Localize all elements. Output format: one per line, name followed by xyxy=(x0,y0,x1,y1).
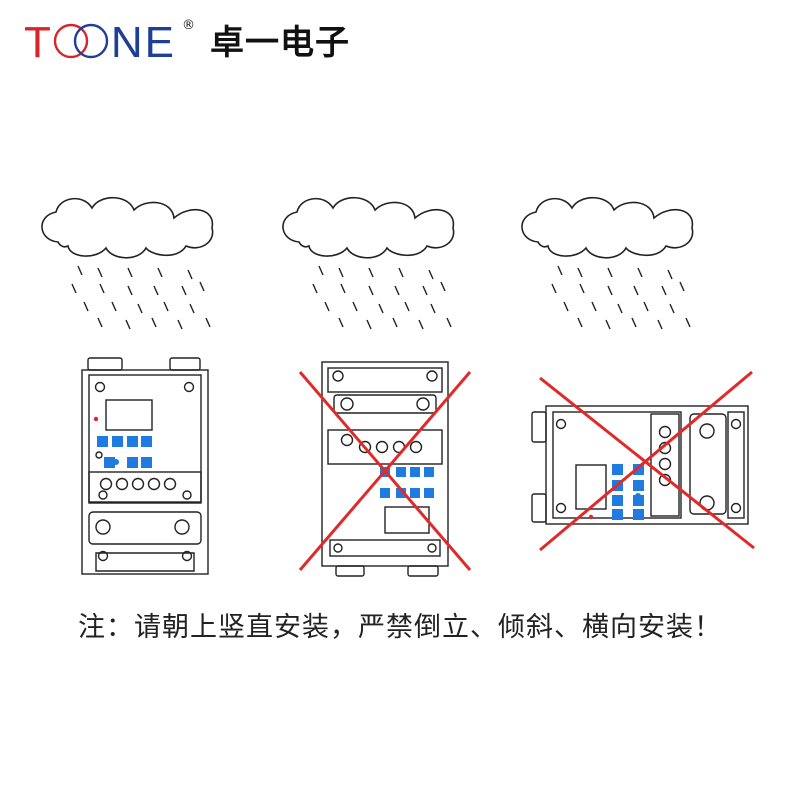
brand-name-en: T NE xyxy=(24,18,176,68)
rain-drop xyxy=(71,283,77,294)
rain-drop xyxy=(392,317,398,328)
cross-line xyxy=(298,371,472,571)
cross-line xyxy=(539,376,755,550)
rain-drop xyxy=(157,267,163,278)
rain-drop xyxy=(163,301,169,312)
rain-cloud-1 xyxy=(41,196,214,330)
rain-drop xyxy=(324,301,330,312)
rain-drop xyxy=(340,283,346,294)
rain-drop xyxy=(679,281,685,292)
rain-cloud-3 xyxy=(521,196,694,330)
rain-drop xyxy=(83,301,89,312)
rain-drop xyxy=(338,267,344,278)
rain-drop xyxy=(607,285,613,296)
rain-drop xyxy=(312,283,318,294)
rain-cloud-2 xyxy=(282,196,455,330)
rain-drop xyxy=(127,285,133,296)
rain-drop xyxy=(563,301,569,312)
rain-drop xyxy=(422,285,428,296)
rain-drop xyxy=(187,269,193,280)
rain-drop xyxy=(352,301,358,312)
rain-drop xyxy=(605,319,611,330)
rain-drop xyxy=(617,303,623,314)
brand-letter-t: T xyxy=(24,18,53,67)
rain-drop xyxy=(151,317,157,328)
rain-drop xyxy=(440,281,446,292)
rain-drop xyxy=(199,281,205,292)
prohibited-cross-3 xyxy=(539,370,755,552)
brand-name-cn: 卓一电子 xyxy=(210,23,350,63)
rain-drop xyxy=(633,285,639,296)
cross-line xyxy=(539,370,753,552)
rain-drop xyxy=(366,319,372,330)
rain-drop xyxy=(378,303,384,314)
rain-drop xyxy=(97,317,103,328)
brand-rings-icon xyxy=(53,21,111,61)
brand-letters-ne: NE xyxy=(110,18,177,67)
rain-drop xyxy=(125,319,131,330)
rain-drop xyxy=(430,303,436,314)
rain-drop xyxy=(181,285,187,296)
rain-drop xyxy=(318,265,324,276)
rain-drop xyxy=(368,285,374,296)
rain-drop xyxy=(446,317,452,328)
installation-note: 注：请朝上竖直安装，严禁倒立、倾斜、横向安装！ xyxy=(78,612,722,643)
rain-drop xyxy=(77,265,83,276)
rain-drop xyxy=(338,317,344,328)
rain-drop xyxy=(607,267,613,278)
rain-drop xyxy=(111,301,117,312)
rain-drop xyxy=(657,319,663,330)
rain-drop xyxy=(557,265,563,276)
rain-drop xyxy=(137,303,143,314)
rain-drop xyxy=(661,285,667,296)
rain-drop xyxy=(205,317,211,328)
rain-drop xyxy=(577,317,583,328)
rain-drop xyxy=(153,285,159,296)
rain-drop xyxy=(398,267,404,278)
rain-drop xyxy=(685,317,691,328)
registered-mark: ® xyxy=(182,18,195,33)
rain-drop xyxy=(368,267,374,278)
rain-drop xyxy=(591,301,597,312)
rain-drop xyxy=(631,317,637,328)
prohibited-cross-2 xyxy=(298,371,472,571)
brand-logo: T NE ® 卓一电子 xyxy=(24,18,384,68)
rain-drop xyxy=(97,267,103,278)
rain-drop xyxy=(667,269,673,280)
rain-drop xyxy=(579,283,585,294)
rain-drop xyxy=(99,283,105,294)
rain-drop xyxy=(177,319,183,330)
rain-drop xyxy=(394,285,400,296)
rain-drop xyxy=(551,283,557,294)
device-upright xyxy=(81,357,209,575)
rain-drop xyxy=(189,303,195,314)
rain-drop xyxy=(643,301,649,312)
rain-drop xyxy=(428,269,434,280)
rain-drop xyxy=(669,303,675,314)
rain-drop xyxy=(637,267,643,278)
rain-drop xyxy=(127,267,133,278)
rain-drop xyxy=(418,319,424,330)
rain-drop xyxy=(404,301,410,312)
rain-drop xyxy=(577,267,583,278)
